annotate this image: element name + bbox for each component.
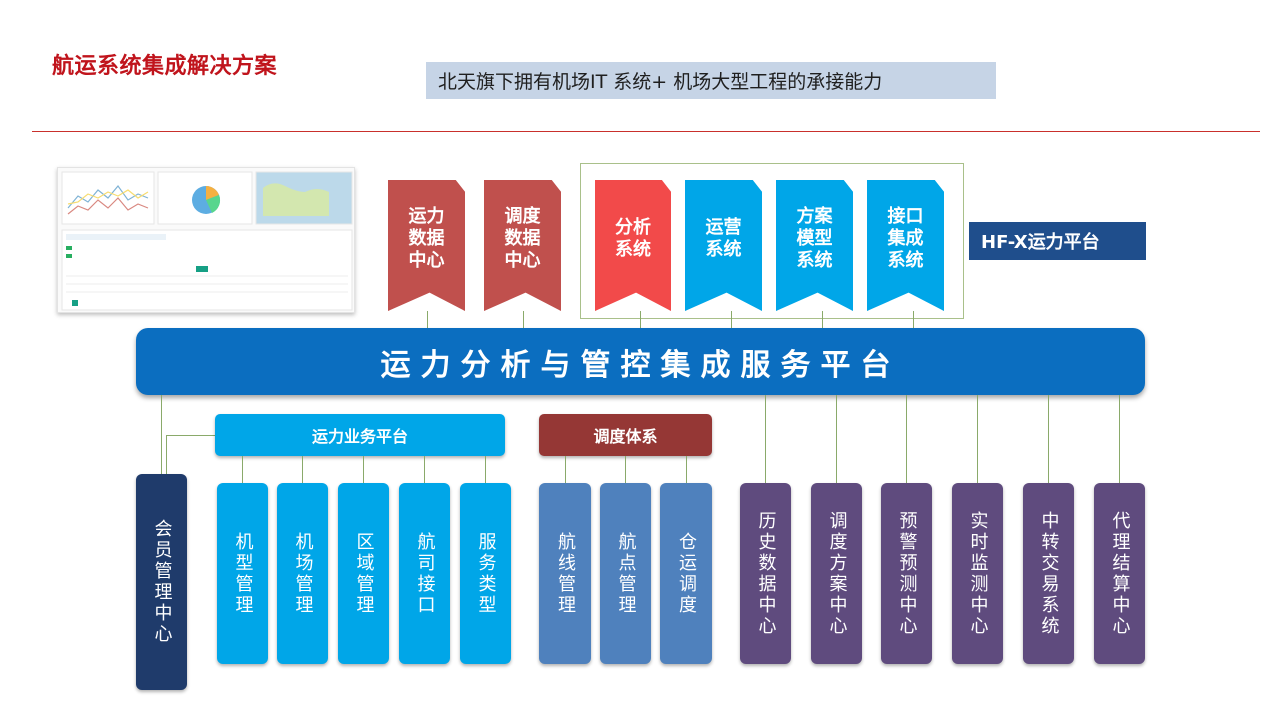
business-column-aircraft-type: 机型管理 bbox=[217, 483, 268, 664]
connector-line bbox=[625, 456, 626, 483]
center-column-history-data: 历史数据中心 bbox=[740, 483, 791, 664]
top-box-capacity-data-center: 运力数据中心 bbox=[388, 180, 465, 311]
business-platform-bar: 运力业务平台 bbox=[215, 414, 505, 456]
dispatch-column-warehouse: 仓运调度 bbox=[660, 483, 712, 664]
column-label: 航线管理 bbox=[555, 531, 576, 616]
column-label: 航点管理 bbox=[615, 531, 637, 616]
connector-line bbox=[686, 456, 687, 483]
business-column-airport: 机场管理 bbox=[277, 483, 328, 664]
center-column-transfer-trade: 中转交易系统 bbox=[1023, 483, 1074, 664]
top-box-dispatch-data-center: 调度数据中心 bbox=[484, 180, 561, 311]
center-column-warning-forecast: 预警预测中心 bbox=[881, 483, 932, 664]
hfx-platform-label: HF-X运力平台 bbox=[969, 222, 1146, 260]
top-box-analysis-system: 分析系统 bbox=[595, 180, 671, 311]
column-label: 区域管理 bbox=[353, 531, 375, 616]
connector-line bbox=[161, 395, 162, 474]
top-box-scheme-model-system: 方案模型系统 bbox=[776, 180, 853, 311]
column-label: 调度方案中心 bbox=[826, 510, 848, 637]
page-title: 航运系统集成解决方案 bbox=[52, 54, 278, 79]
connector-line bbox=[485, 456, 486, 483]
column-label: 航司接口 bbox=[414, 531, 436, 616]
connector-line bbox=[1119, 395, 1120, 483]
connector-line bbox=[913, 311, 914, 328]
center-column-dispatch-scheme: 调度方案中心 bbox=[811, 483, 862, 664]
center-column-agent-settlement: 代理结算中心 bbox=[1094, 483, 1145, 664]
connector-line bbox=[166, 435, 167, 474]
column-label: 仓运调度 bbox=[676, 531, 697, 616]
business-column-service-type: 服务类型 bbox=[460, 483, 511, 664]
column-label: 实时监测中心 bbox=[967, 510, 989, 637]
connector-line bbox=[731, 311, 732, 328]
dispatch-column-route: 航线管理 bbox=[539, 483, 591, 664]
column-label: 会员管理中心 bbox=[151, 519, 173, 645]
column-label: 中转交易系统 bbox=[1038, 510, 1060, 637]
dispatch-system-bar: 调度体系 bbox=[539, 414, 712, 456]
connector-line bbox=[977, 395, 978, 483]
connector-line bbox=[1048, 395, 1049, 483]
top-box-label: 调度数据中心 bbox=[504, 205, 541, 271]
business-column-region: 区域管理 bbox=[338, 483, 389, 664]
connector-line bbox=[765, 395, 766, 483]
hfx-platform-group bbox=[580, 163, 964, 319]
top-box-label: 方案模型系统 bbox=[796, 205, 833, 271]
column-label: 预警预测中心 bbox=[896, 510, 918, 637]
dashboard-thumbnail-graphic bbox=[61, 171, 353, 311]
center-column-realtime-monitor: 实时监测中心 bbox=[952, 483, 1003, 664]
dashboard-thumbnail bbox=[57, 167, 355, 313]
connector-line bbox=[906, 395, 907, 483]
column-label: 机场管理 bbox=[292, 531, 314, 616]
header-divider bbox=[32, 131, 1260, 132]
page-subtitle: 北天旗下拥有机场IT 系统+ 机场大型工程的承接能力 bbox=[426, 62, 996, 99]
dispatch-column-point: 航点管理 bbox=[600, 483, 651, 664]
top-box-label: 接口集成系统 bbox=[887, 205, 924, 271]
connector-line bbox=[363, 456, 364, 483]
column-label: 机型管理 bbox=[232, 531, 254, 616]
connector-line bbox=[836, 395, 837, 483]
top-box-operation-system: 运营系统 bbox=[685, 180, 762, 311]
connector-line bbox=[640, 311, 641, 328]
connector-line bbox=[565, 456, 566, 483]
top-box-interface-integration-system: 接口集成系统 bbox=[867, 180, 944, 311]
connector-line bbox=[822, 311, 823, 328]
connector-line bbox=[523, 311, 524, 328]
connector-line bbox=[427, 311, 428, 328]
top-box-label: 运营系统 bbox=[705, 216, 742, 260]
main-platform-bar: 运力分析与管控集成服务平台 bbox=[136, 328, 1145, 395]
connector-line bbox=[242, 456, 243, 483]
column-label: 代理结算中心 bbox=[1109, 510, 1131, 637]
column-label: 服务类型 bbox=[475, 531, 497, 616]
business-column-airline-interface: 航司接口 bbox=[399, 483, 450, 664]
connector-line bbox=[302, 456, 303, 483]
connector-line bbox=[424, 456, 425, 483]
member-management-center: 会员管理中心 bbox=[136, 474, 187, 690]
connector-line bbox=[166, 435, 216, 436]
top-box-label: 分析系统 bbox=[615, 216, 651, 260]
column-label: 历史数据中心 bbox=[755, 510, 777, 637]
top-box-label: 运力数据中心 bbox=[408, 205, 445, 271]
